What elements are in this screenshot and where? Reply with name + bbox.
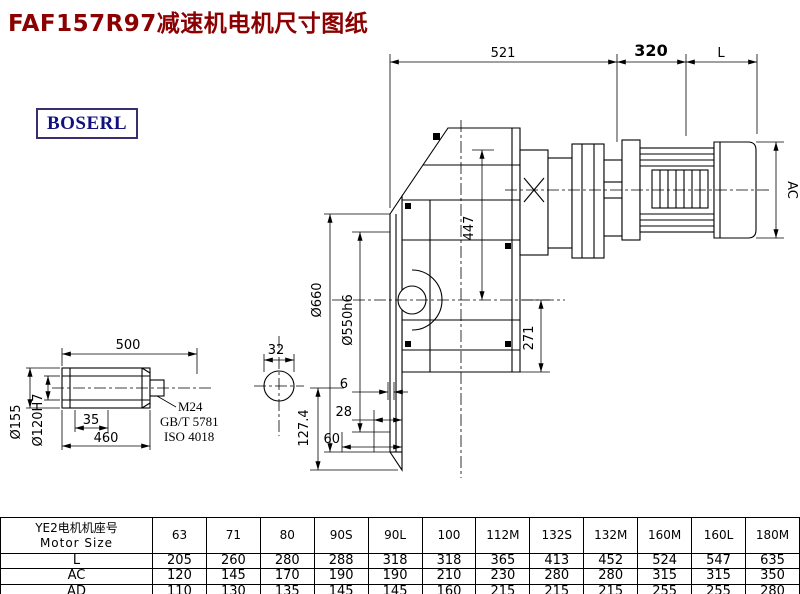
dim-spigot-550h6: Ø550h6 xyxy=(341,294,356,346)
table-cell: 135 xyxy=(259,583,315,594)
table-cell: 230 xyxy=(475,568,531,585)
frame-size-header: 112M xyxy=(475,517,531,554)
table-cell: 280 xyxy=(744,583,800,594)
dim-271: 271 xyxy=(522,326,537,351)
table-cell: 145 xyxy=(367,583,423,594)
table-cell: 280 xyxy=(259,552,315,570)
dim-6: 6 xyxy=(340,377,348,392)
frame-size-header: 80 xyxy=(259,517,315,554)
table-cell: 160 xyxy=(421,583,477,594)
frame-size-header: 90S xyxy=(313,517,369,554)
table-cell: 255 xyxy=(637,583,693,594)
dim-flange-660: Ø660 xyxy=(310,282,325,317)
frame-size-header: 132S xyxy=(529,517,585,554)
table-cell: 413 xyxy=(529,552,585,570)
header-line-en: Motor Size xyxy=(39,536,114,551)
frame-size-header: 160M xyxy=(637,517,693,554)
table-cell: 215 xyxy=(529,583,585,594)
dim-motor-length-L: L xyxy=(717,46,725,61)
table-cell: 255 xyxy=(691,583,746,594)
motor-adapter xyxy=(519,143,623,259)
header-line-cn: YE2电机机座号 xyxy=(35,521,118,536)
table-cell: 365 xyxy=(475,552,531,570)
frame-size-header: 180M xyxy=(744,517,800,554)
table-cell: 318 xyxy=(367,552,423,570)
table-cell: 280 xyxy=(583,568,639,585)
frame-size-header: 71 xyxy=(205,517,261,554)
dim-500: 500 xyxy=(116,338,141,353)
table-cell: 635 xyxy=(744,552,800,570)
table-cell: 170 xyxy=(259,568,315,585)
dim-AC: AC xyxy=(784,181,799,199)
dimension-labels: 521 320 L AC Ø660 Ø550h6 447 271 127.4 6… xyxy=(9,41,799,447)
table-cell: 315 xyxy=(691,568,746,585)
frame-size-header: 90L xyxy=(367,517,423,554)
technical-drawing: 521 320 L AC Ø660 Ø550h6 447 271 127.4 6… xyxy=(9,41,799,478)
table-cell: 190 xyxy=(313,568,369,585)
table-cell: 315 xyxy=(637,568,693,585)
table-cell: 120 xyxy=(152,568,207,585)
boserl-logo: BOSERL xyxy=(36,108,138,139)
dim-shaft-155: Ø155 xyxy=(9,404,24,439)
table-cell: 215 xyxy=(475,583,531,594)
note-iso-4018: ISO 4018 xyxy=(164,429,214,444)
dim-320: 320 xyxy=(634,41,667,60)
table-cell: 190 xyxy=(367,568,423,585)
dim-521: 521 xyxy=(491,46,516,61)
dim-447: 447 xyxy=(462,216,477,241)
extension-lines xyxy=(26,54,784,471)
page-title: FAF157R97减速机电机尺寸图纸 xyxy=(8,11,369,37)
row-label: AD xyxy=(0,583,153,594)
frame-size-header: 132M xyxy=(583,517,639,554)
table-cell: 215 xyxy=(583,583,639,594)
centerlines xyxy=(52,120,772,478)
dim-460: 460 xyxy=(94,431,119,446)
dim-127-4: 127.4 xyxy=(297,409,312,446)
note-m24: M24 xyxy=(178,399,203,414)
table-cell: 205 xyxy=(152,552,207,570)
row-label: L xyxy=(0,552,153,570)
table-cell: 350 xyxy=(744,568,800,585)
table-cell: 547 xyxy=(691,552,746,570)
table-cell: 288 xyxy=(313,552,369,570)
table-cell: 145 xyxy=(205,568,261,585)
dim-bore-120H7: Ø120H7 xyxy=(31,393,46,446)
table-cell: 452 xyxy=(583,552,639,570)
frame-size-header: 63 xyxy=(152,517,207,554)
table-cell: 318 xyxy=(421,552,477,570)
dim-35: 35 xyxy=(83,413,100,428)
row-label: AC xyxy=(0,568,153,585)
table-cell: 260 xyxy=(205,552,261,570)
table-cell: 280 xyxy=(529,568,585,585)
table-cell: 210 xyxy=(421,568,477,585)
frame-size-header: 100 xyxy=(421,517,477,554)
dim-28: 28 xyxy=(335,405,352,420)
gearbox-housing xyxy=(389,127,521,472)
table-cell: 524 xyxy=(637,552,693,570)
dim-60: 60 xyxy=(323,432,340,447)
dimension-lines xyxy=(27,59,779,470)
dim-32: 32 xyxy=(268,343,285,358)
boserl-logo-text: BOSERL xyxy=(46,112,128,134)
note-gbt-5781: GB/T 5781 xyxy=(160,414,219,429)
table-cell: 130 xyxy=(205,583,261,594)
table-cell: 145 xyxy=(313,583,369,594)
table-cell: 110 xyxy=(152,583,207,594)
frame-size-header: 160L xyxy=(691,517,746,554)
